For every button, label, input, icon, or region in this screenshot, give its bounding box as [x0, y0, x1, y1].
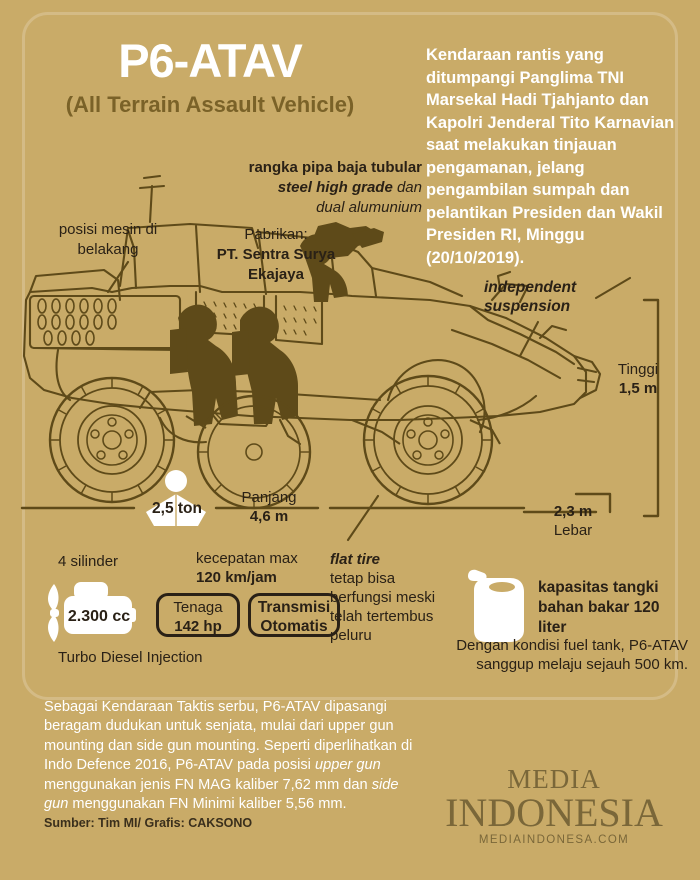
callout-flat-tire: flat tire tetap bisa berfungsi meski tel…	[330, 550, 460, 645]
flat-tire-title: flat tire	[330, 551, 381, 568]
callout-frame-line3: dual alumunium	[316, 199, 422, 216]
callout-engine-position: posisi mesin di belakang	[58, 221, 158, 258]
callout-height: Tinggi 1,5 m	[600, 360, 676, 398]
footer-italic-side-gun: side gun	[44, 776, 399, 813]
power-label: Tenaga	[173, 599, 223, 616]
rear-wheel	[48, 376, 176, 504]
jerrycan-icon	[468, 569, 524, 642]
flat-tire-body: tetap bisa berfungsi meski telah tertemb…	[330, 570, 436, 644]
power-pill: Tenaga 142 hp	[156, 593, 240, 637]
engine-fan-icon	[48, 582, 136, 642]
footer-italic-upper-gun: upper gun	[314, 757, 381, 774]
callout-manufacturer: Pabrikan: PT. Sentra Surya Ekajaya	[196, 225, 356, 285]
callout-frame-line2-rest: dan	[392, 179, 422, 196]
lede-paragraph: Kendaraan rantis yang ditumpangi Panglim…	[426, 46, 675, 267]
displacement-value: 2.300 cc	[67, 608, 131, 625]
fuel-tank-headline: kapasitas tangki bahan bakar 120 liter	[538, 579, 660, 636]
logo-line-media: MEDIA	[507, 764, 601, 794]
logo-url: MEDIAINDONESA.COM	[478, 834, 630, 846]
callout-length: Panjang 4,6 m	[214, 488, 324, 526]
length-label: Panjang	[241, 489, 297, 506]
source-credit: Sumber: Tim MI/ Grafis: CAKSONO	[44, 816, 253, 830]
footer-body: Sebagai Kendaraan Taktis serbu, P6-ATAV …	[44, 698, 414, 814]
transmission-line1: Transmisi	[257, 599, 331, 616]
height-label: Tinggi	[617, 361, 659, 378]
callout-width: 2,3 m Lebar	[528, 502, 618, 540]
cylinders-label: 4 silinder	[58, 553, 119, 570]
middle-wheel	[196, 394, 312, 510]
transmission-pill: Transmisi Otomatis	[248, 593, 340, 637]
power-value: 142 hp	[174, 618, 222, 635]
page-title: P6-ATAV	[118, 34, 303, 87]
fuel-type-label: Turbo Diesel Injection	[58, 649, 203, 666]
callout-frame: rangka pipa baja tubular steel high grad…	[206, 158, 422, 218]
manufacturer-label: Pabrikan:	[244, 226, 308, 243]
footer-body-part1: Sebagai Kendaraan Taktis serbu, P6-ATAV …	[44, 699, 413, 774]
top-speed-value: 120 km/jam	[196, 569, 277, 586]
callout-frame-line2-italic: steel high grade	[277, 179, 393, 196]
height-value: 1,5 m	[618, 380, 658, 397]
top-speed-label: kecepatan max	[196, 550, 298, 567]
weight-value: 2,5 ton	[152, 500, 202, 517]
media-indonesia-logo: MEDIA INDONESIA MEDIAINDONESA.COM	[432, 766, 676, 848]
logo-line-indonesia: INDONESIA	[445, 790, 663, 835]
length-value: 4,6 m	[249, 508, 289, 525]
footer-body-part2: menggunakan jenis FN MAG kaliber 7,62 mm…	[44, 776, 372, 793]
top-speed-group: kecepatan max 120 km/jam	[196, 549, 346, 587]
fuel-tank-note: Dengan kondisi fuel tank, P6-ATAV sanggu…	[456, 637, 688, 673]
manufacturer-name: PT. Sentra Surya Ekajaya	[216, 246, 336, 283]
transmission-line2: Otomatis	[260, 618, 328, 635]
page-subtitle: (All Terrain Assault Vehicle)	[65, 92, 355, 117]
width-value: 2,3 m	[553, 503, 593, 520]
weight-person-icon	[146, 470, 206, 526]
callout-suspension: independent suspension	[484, 279, 577, 315]
front-wheel	[362, 374, 494, 506]
callout-frame-line1: rangka pipa baja tubular	[248, 159, 422, 176]
width-label: Lebar	[553, 522, 593, 539]
footer-body-part3: menggunakan FN Minimi kaliber 5,56 mm.	[68, 796, 347, 813]
